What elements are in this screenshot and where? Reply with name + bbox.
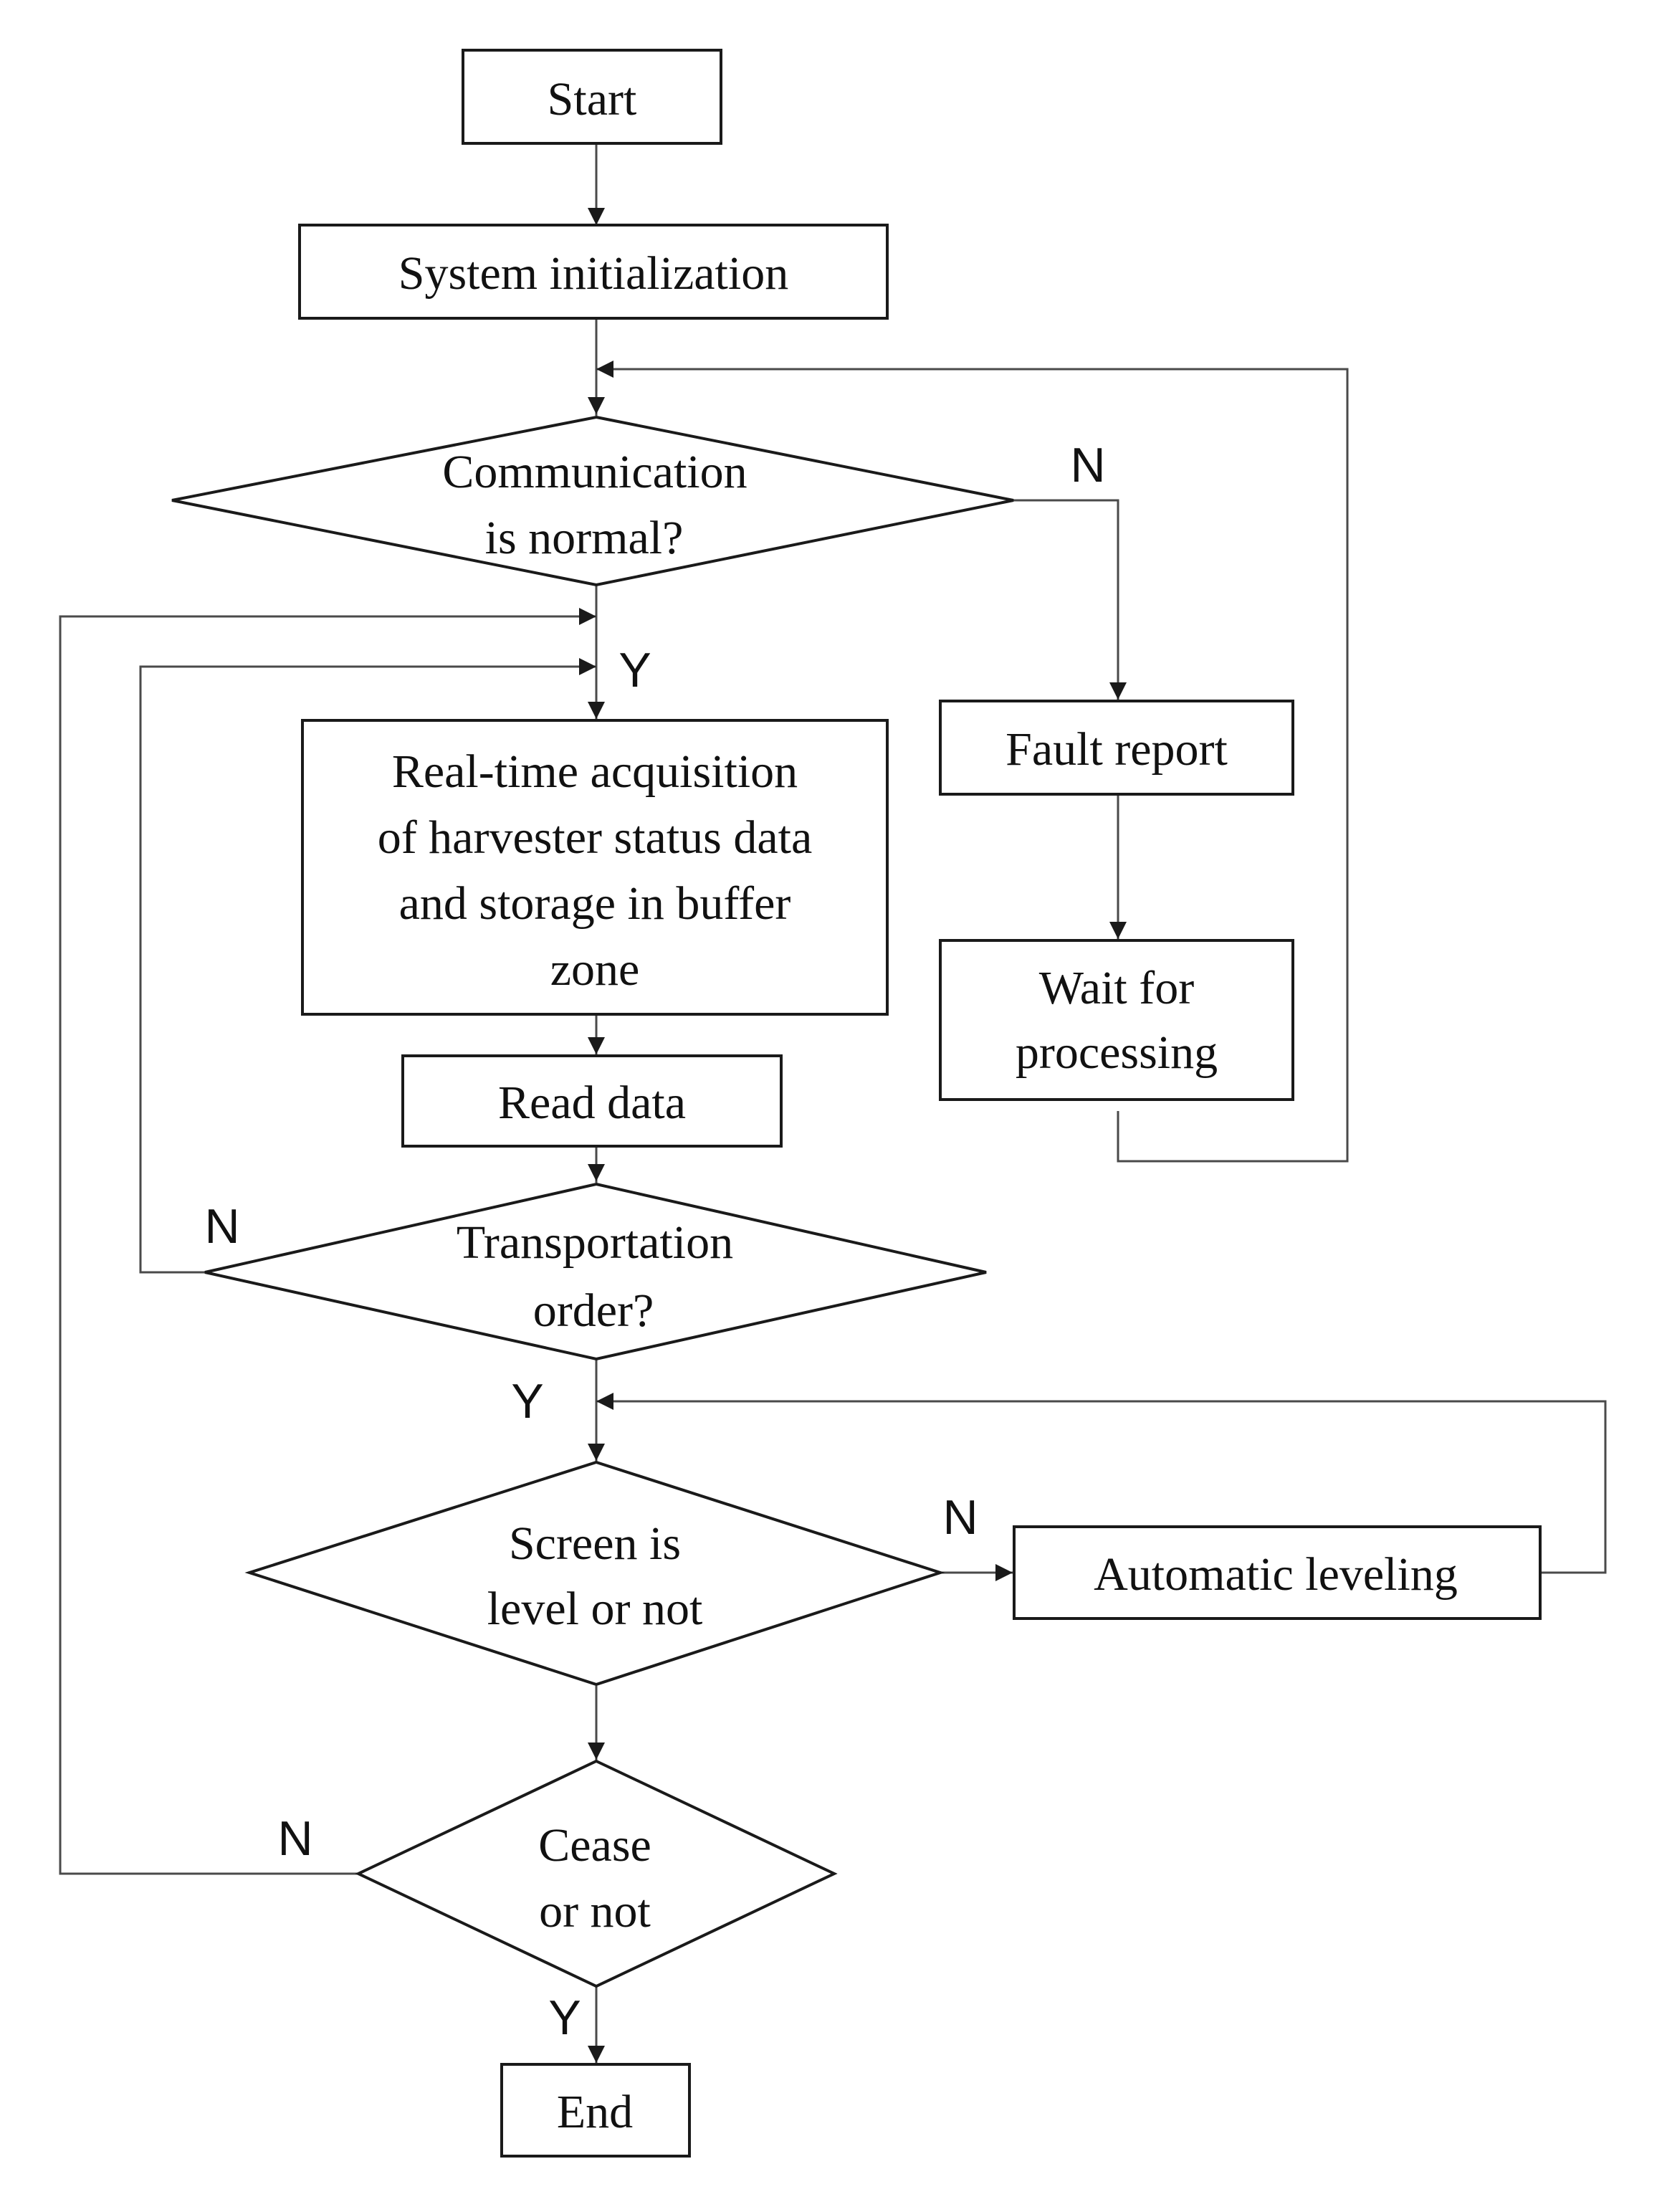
trans-decision (204, 1182, 987, 1361)
start-box (462, 49, 722, 145)
init-box (298, 224, 889, 320)
end-box (500, 2063, 691, 2158)
arrow-trans-no-loop (139, 665, 596, 1274)
cease-yes-label: Y (548, 1991, 581, 2045)
arrow-level-loop (596, 1400, 1607, 1574)
trans-label-line2: order? (533, 1284, 654, 1337)
acq-label-line4: zone (550, 943, 640, 996)
fault-label: Fault report (1006, 723, 1228, 776)
arrowhead (588, 702, 605, 719)
level-label: Automatic leveling (1094, 1548, 1458, 1601)
arrowhead (588, 397, 605, 414)
cease-decision (355, 1759, 838, 1988)
comm-decision (171, 415, 1014, 587)
wait-label-line2: processing (1016, 1026, 1218, 1079)
arrow-cease-no-loop (59, 615, 596, 1875)
acq-box (301, 719, 889, 1016)
arrowhead (588, 2046, 605, 2063)
trans-yes-label: Y (511, 1374, 543, 1429)
arrowhead (1109, 922, 1127, 939)
init-label: System initialization (398, 247, 788, 300)
comm-no-label: N (1070, 438, 1105, 492)
arrow-retry-loop (596, 368, 1349, 1163)
read-label: Read data (498, 1077, 686, 1129)
comm-label-line1: Communication (442, 446, 747, 498)
screen-label-line2: level or not (487, 1583, 703, 1635)
arrowhead (588, 1037, 605, 1054)
level-box (1013, 1525, 1542, 1620)
cease-label-line1: Cease (538, 1819, 651, 1872)
trans-no-label: N (204, 1199, 239, 1254)
comm-yes-label: Y (618, 643, 651, 697)
arrowhead (995, 1564, 1013, 1581)
arrowhead (588, 208, 605, 225)
connectors (59, 143, 1607, 2064)
arrowhead (579, 658, 596, 675)
comm-label-line2: is normal? (485, 512, 684, 564)
arrowhead (1109, 682, 1127, 700)
arrowhead (596, 361, 613, 378)
end-label: End (557, 2086, 633, 2138)
arrowhead (579, 608, 596, 625)
screen-label-line1: Screen is (509, 1517, 681, 1570)
start-label: Start (548, 73, 637, 125)
screen-no-label: N (942, 1490, 978, 1545)
arrow-comm-no-to-fault (1013, 499, 1119, 700)
arrowhead (588, 1164, 605, 1181)
arrowhead (588, 1444, 605, 1461)
acq-label-line2: of harvester status data (378, 811, 813, 864)
arrowhead (588, 1743, 605, 1760)
acq-label-line1: Real-time acquisition (392, 745, 798, 798)
wait-label-line1: Wait for (1039, 962, 1194, 1014)
arrowhead (596, 1393, 613, 1410)
cease-label-line2: or not (539, 1885, 651, 1937)
trans-label-line1: Transportation (457, 1216, 733, 1269)
screen-decision (244, 1460, 945, 1687)
acq-label-line3: and storage in buffer (399, 877, 791, 930)
arrowheads (579, 208, 1127, 2063)
fault-box (939, 700, 1294, 796)
wait-box (939, 939, 1294, 1101)
read-box (401, 1054, 783, 1148)
cease-no-label: N (277, 1811, 312, 1866)
